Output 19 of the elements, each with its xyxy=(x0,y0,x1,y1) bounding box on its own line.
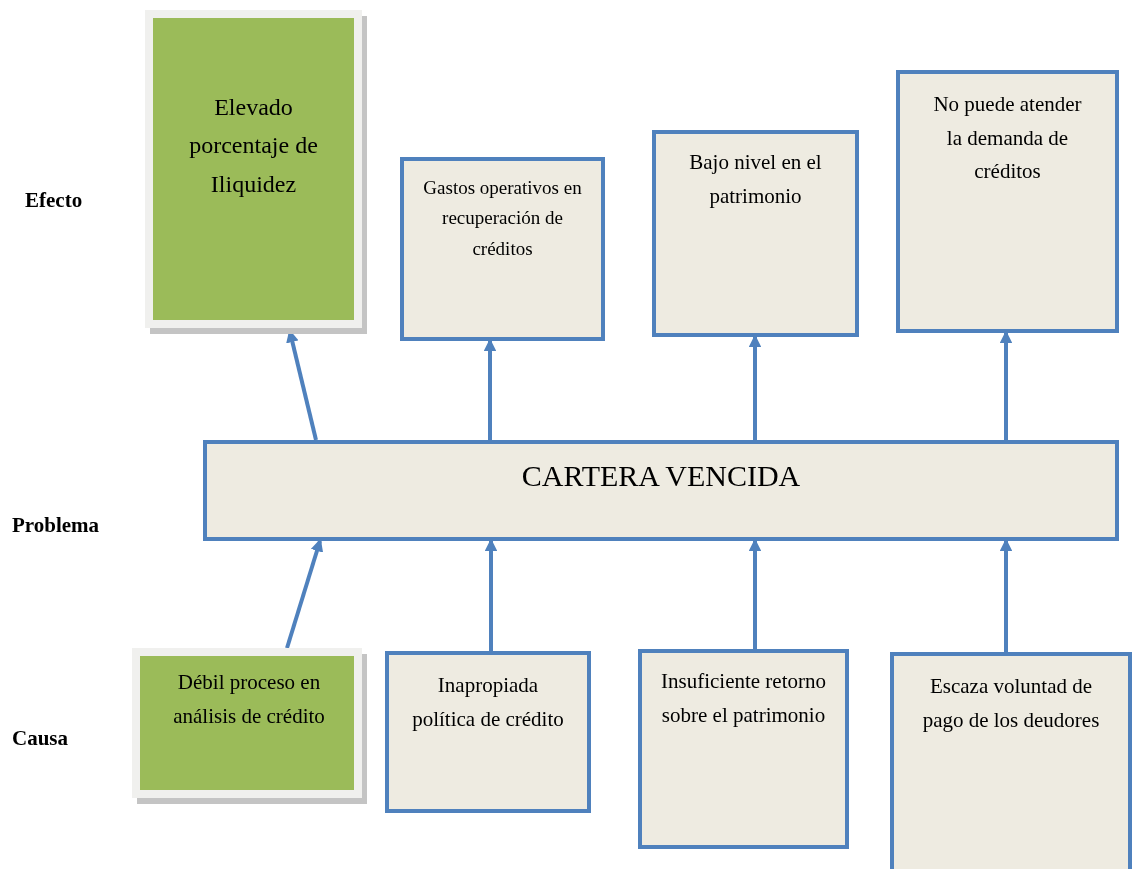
box-text: No puede atender la demanda de créditos xyxy=(932,91,1083,186)
box-text: Débil proceso en análisis de crédito xyxy=(172,669,326,730)
process-box xyxy=(652,130,859,337)
box-text: Elevado porcentaje de Iliquidez xyxy=(188,93,319,199)
process-box xyxy=(638,649,849,849)
box-text: Insuficiente retorno sobre el patrimonio xyxy=(660,668,827,729)
process-box xyxy=(385,651,591,813)
process-box xyxy=(896,70,1119,333)
process-box xyxy=(400,157,605,341)
process-box xyxy=(890,652,1132,869)
box-text: Bajo nivel en el patrimonio xyxy=(688,149,823,210)
row-label: Causa xyxy=(12,726,69,751)
box-text: Escaza voluntad de pago de los deudores xyxy=(921,673,1101,734)
box-text: CARTERA VENCIDA xyxy=(520,458,802,494)
row-label: Problema xyxy=(12,513,100,538)
row-label: Efecto xyxy=(25,188,83,213)
problem-box xyxy=(203,440,1119,541)
box-text: Inapropiada política de crédito xyxy=(411,672,565,733)
box-text: Gastos operativos en recuperación de créditos xyxy=(422,176,583,261)
